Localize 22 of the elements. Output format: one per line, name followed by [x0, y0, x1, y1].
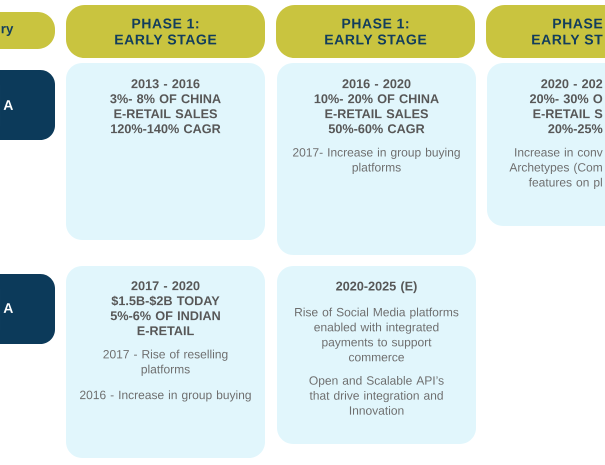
milestone-text: 2017- Increase in group buying platforms: [293, 148, 460, 174]
milestone-text: 2016 - Increase in group buying: [80, 390, 251, 402]
info-card: [277, 266, 476, 444]
milestone-text: 2017 - Rise of reselling platforms: [103, 350, 228, 376]
milestone-text: Rise of Social Media platforms enabled with integrated payments to support commerce: [295, 308, 458, 362]
info-card: [277, 63, 476, 255]
header-tab: ry: [0, 12, 55, 49]
milestone-text: Increase in conv Archetypes (Com features on pl: [509, 148, 603, 189]
stat-heading: 2020 - 202 20%- 30% O E-RETAIL S 20%-25%: [530, 79, 602, 134]
info-card: [66, 266, 265, 458]
info-card: [487, 63, 605, 226]
phase-header: PHASE EARLY ST: [486, 5, 605, 58]
info-card: [66, 63, 265, 240]
phase-header: PHASE 1: EARLY STAGE: [66, 5, 265, 58]
milestone-text: Open and Scalable API’s that drive integration and Innovation: [309, 376, 444, 415]
phase-header: PHASE 1: EARLY STAGE: [276, 5, 475, 58]
stat-heading: 2013 - 2016 3%- 8% OF CHINA E-RETAIL SALES 120%-140% CAGR: [110, 79, 221, 134]
stat-heading: 2016 - 2020 10%- 20% OF CHINA E-RETAIL SALES 50%-60% CAGR: [314, 79, 439, 134]
country-label: A: [0, 274, 55, 344]
stat-heading: 2017 - 2020 $1.5B-$2B TODAY 5%-6% OF INDIAN E-RETAIL: [110, 281, 220, 336]
country-label: A: [0, 70, 55, 140]
stat-heading: 2020-2025 (E): [336, 281, 417, 294]
